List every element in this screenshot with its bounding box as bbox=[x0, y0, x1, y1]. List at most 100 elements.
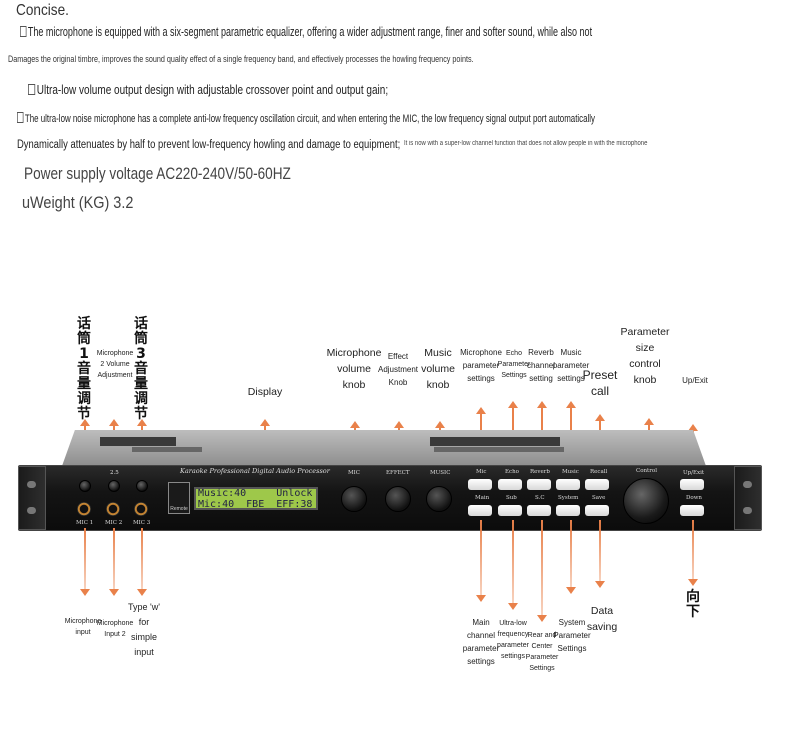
label-line: input bbox=[75, 629, 91, 636]
down-button[interactable] bbox=[680, 505, 704, 516]
label-line: Parameter bbox=[525, 654, 559, 661]
label-type-w: Type 'w' for simple input bbox=[124, 600, 164, 660]
mic1-input-jack[interactable] bbox=[77, 502, 91, 516]
label-line: settings bbox=[467, 657, 495, 666]
label-line: parameter bbox=[552, 361, 590, 370]
label-line: call bbox=[590, 384, 609, 398]
label-rear-center: Rear and Center Parameter Settings bbox=[523, 630, 561, 674]
lcd-display: Music:40 Unlock Mic:40 FBE EFF:38 bbox=[194, 487, 318, 510]
label-line: saving bbox=[586, 621, 618, 633]
mic-volume-knob[interactable] bbox=[341, 486, 367, 512]
label-line: setting bbox=[529, 374, 553, 383]
label-line: Microphone bbox=[96, 620, 134, 627]
label-line: parameter bbox=[462, 644, 500, 653]
zh-char: 量 bbox=[77, 376, 91, 392]
label-line: Ultra-low bbox=[499, 620, 527, 627]
intro-line-5: Dynamically attenuates by half to preven… bbox=[17, 139, 401, 151]
label-line: settings bbox=[500, 653, 526, 660]
arrow-system bbox=[566, 520, 576, 594]
intro-line-1-text: The microphone is equipped with a six-se… bbox=[27, 25, 593, 39]
btn-system-label: System bbox=[558, 495, 579, 501]
echo-button[interactable] bbox=[498, 479, 522, 490]
label-line: for bbox=[138, 617, 150, 627]
zh-char: 音 bbox=[134, 361, 148, 377]
down-button-label: Down bbox=[686, 495, 702, 501]
mic-knob-label: MIC bbox=[348, 470, 361, 476]
zh-char: 向 bbox=[686, 589, 700, 605]
lcd-line-1: Music:40 Unlock bbox=[198, 488, 313, 499]
bullet-box-icon bbox=[17, 112, 24, 123]
label-line: parameter bbox=[497, 642, 529, 649]
device-vent bbox=[434, 447, 564, 452]
label-main-channel: Main channel parameter settings bbox=[458, 616, 504, 668]
device-vent bbox=[430, 437, 560, 446]
label-line: simple bbox=[130, 632, 157, 642]
label-data-saving: Data saving bbox=[583, 603, 621, 635]
mic2-volume-knob[interactable] bbox=[108, 480, 120, 492]
main-button[interactable] bbox=[468, 505, 492, 516]
arrow-type-w bbox=[137, 528, 147, 596]
zh-char: 量 bbox=[134, 376, 148, 392]
up-exit-button[interactable] bbox=[680, 479, 704, 490]
arrow-sc bbox=[537, 520, 547, 622]
remote-label: Remote bbox=[170, 506, 188, 512]
label-preset-call: Preset call bbox=[580, 367, 620, 399]
label-line: channel bbox=[526, 361, 556, 370]
mic1-label: MIC 1 bbox=[76, 520, 94, 526]
power-supply-text: Power supply voltage AC220-240V/50-60HZ bbox=[24, 164, 291, 183]
label-mic-volume-knob: Microphone volume knob bbox=[326, 345, 382, 393]
label-line: Parameter bbox=[553, 631, 591, 640]
label-line: Effect bbox=[387, 352, 409, 361]
device-title: Karaoke Professional Digital Audio Proce… bbox=[180, 467, 330, 475]
zh-char: 筒 bbox=[77, 331, 91, 347]
zh-char: 节 bbox=[77, 406, 91, 422]
label-line: Center bbox=[531, 643, 553, 650]
arrow-mic-input2 bbox=[109, 528, 119, 596]
effect-knob[interactable] bbox=[385, 486, 411, 512]
reverb-button[interactable] bbox=[527, 479, 551, 490]
control-knob-label: Control bbox=[636, 468, 657, 474]
btn-save-label: Save bbox=[592, 495, 606, 501]
mic-button[interactable] bbox=[468, 479, 492, 490]
label-line: System bbox=[558, 618, 586, 627]
zh-char: 音 bbox=[77, 361, 91, 377]
mic2-input-jack[interactable] bbox=[106, 502, 120, 516]
label-effect-knob: Effect Adjustment Knob bbox=[374, 350, 422, 389]
label-mic3-volume-zh: 话 筒 3 音 量 调 节 bbox=[133, 317, 149, 422]
label-line: frequency bbox=[497, 631, 529, 638]
label-mic-param-settings: Microphone parameter settings bbox=[457, 346, 505, 385]
sc-button[interactable] bbox=[527, 505, 551, 516]
intro-line-4-text: The ultra-low noise microphone has a com… bbox=[24, 113, 596, 125]
music-knob-label: MUSIC bbox=[430, 470, 451, 476]
zh-char: 调 bbox=[134, 391, 148, 407]
music-volume-knob[interactable] bbox=[426, 486, 452, 512]
zh-char: 筒 bbox=[134, 331, 148, 347]
label-line: Type 'w' bbox=[128, 602, 160, 612]
intro-line-3-text: Ultra-low volume output design with adju… bbox=[36, 83, 389, 97]
save-button[interactable] bbox=[585, 505, 609, 516]
recall-button[interactable] bbox=[585, 479, 609, 490]
rack-hole bbox=[27, 507, 36, 514]
arrow-sub bbox=[508, 520, 518, 610]
zh-char: 3 bbox=[136, 346, 146, 362]
label-line: Data bbox=[590, 605, 614, 617]
system-button[interactable] bbox=[556, 505, 580, 516]
mic3-volume-knob[interactable] bbox=[136, 480, 148, 492]
parameter-control-knob[interactable] bbox=[623, 478, 669, 524]
zh-char: 调 bbox=[77, 391, 91, 407]
mic3-input-jack[interactable] bbox=[134, 502, 148, 516]
label-line: knob bbox=[426, 379, 450, 391]
rack-ear-right bbox=[734, 466, 762, 530]
zh-char: 1 bbox=[79, 346, 89, 362]
label-line: input bbox=[134, 647, 154, 657]
mic1-volume-knob[interactable] bbox=[79, 480, 91, 492]
btn-sc-label: S.C bbox=[535, 495, 545, 501]
sub-button[interactable] bbox=[498, 505, 522, 516]
music-button[interactable] bbox=[556, 479, 580, 490]
intro-line-3: Ultra-low volume output design with adju… bbox=[28, 83, 388, 97]
label-line: Settings bbox=[529, 665, 555, 672]
label-line: 2 Volume bbox=[100, 361, 130, 368]
rack-hole bbox=[743, 481, 752, 488]
label-line: Microphone bbox=[64, 618, 102, 625]
zh-char: 节 bbox=[134, 406, 148, 422]
